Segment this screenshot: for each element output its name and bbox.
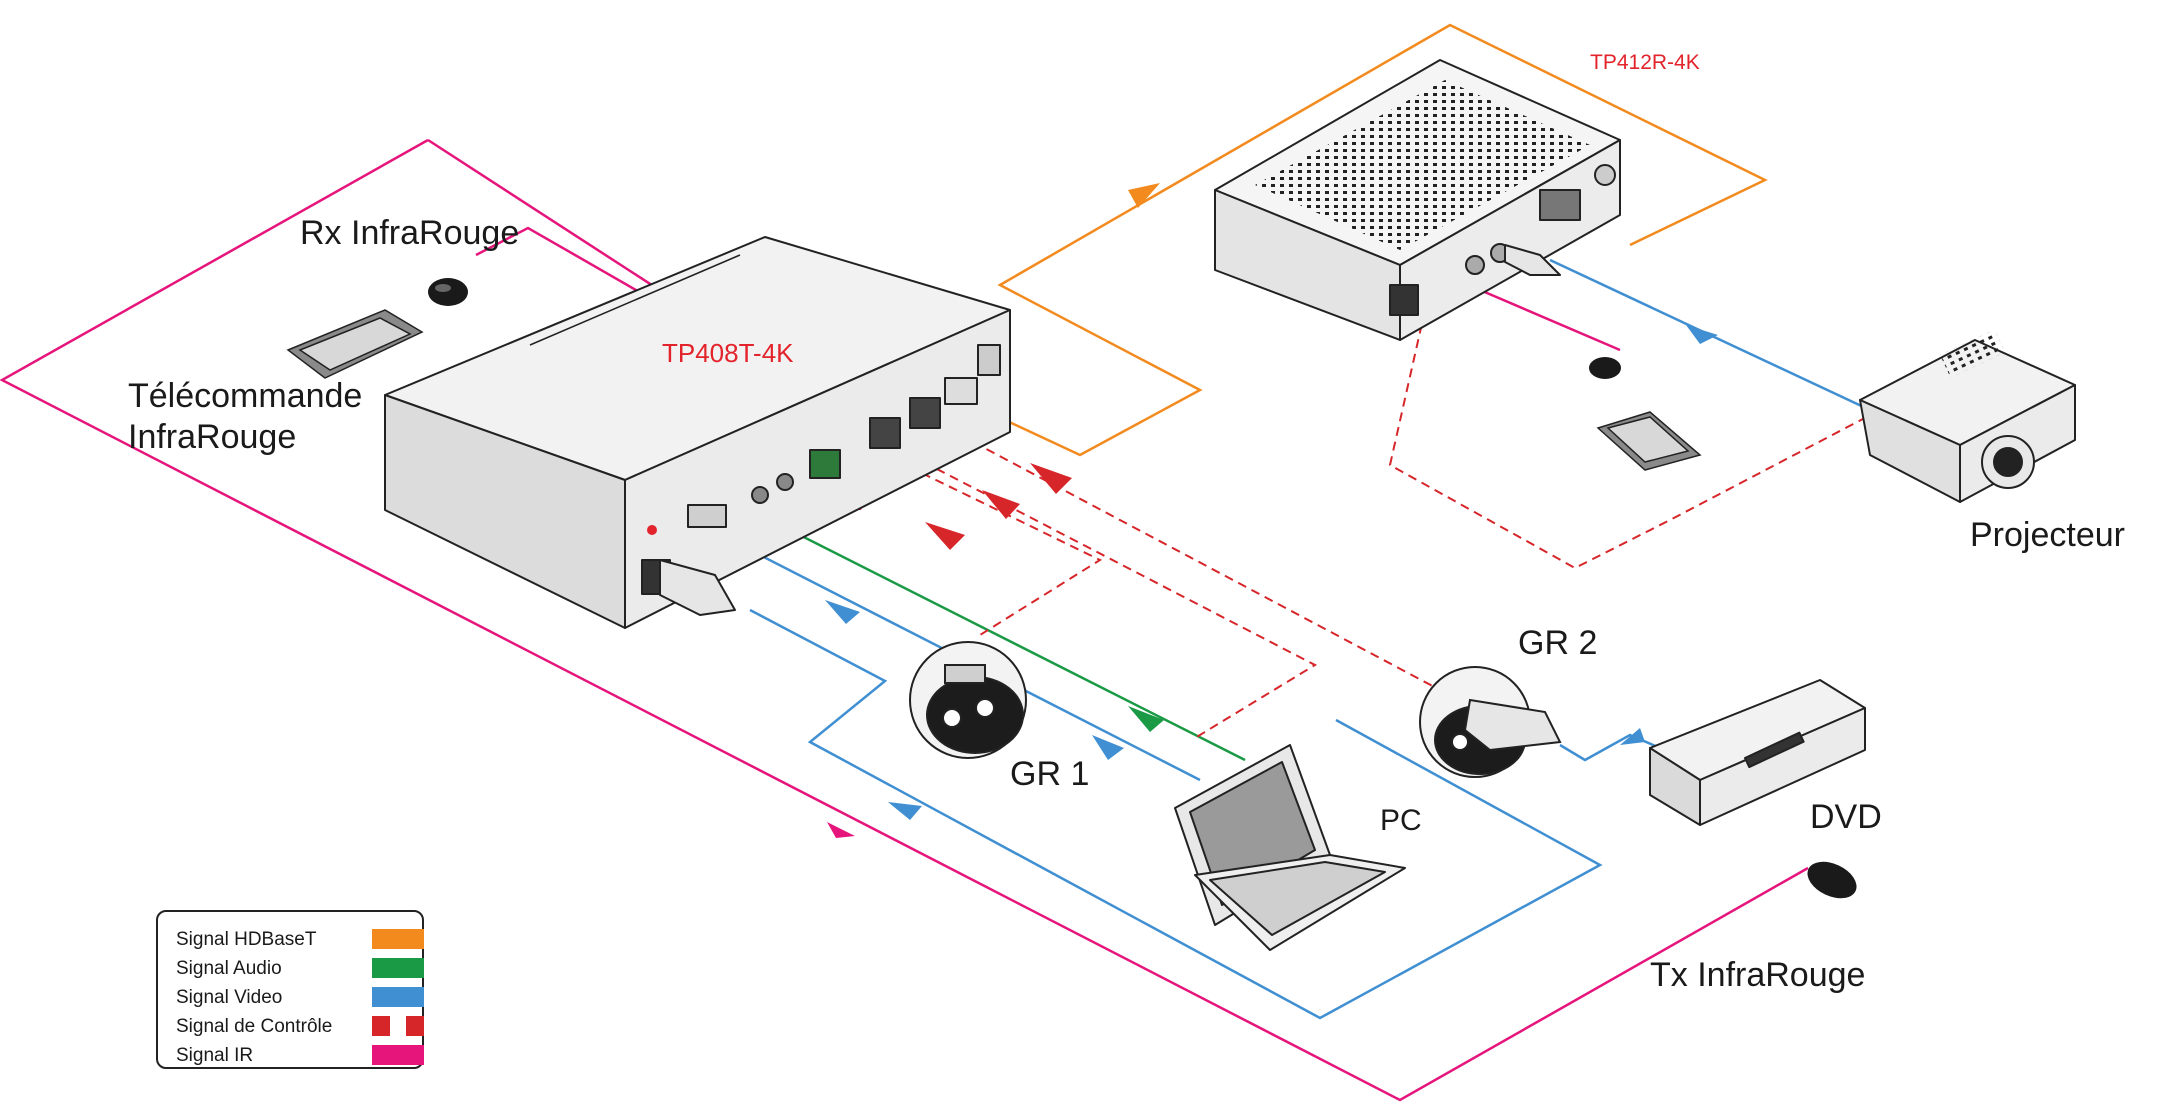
legend-swatch-blue: [372, 987, 424, 1007]
hdbaset-arrow: [1128, 183, 1160, 208]
gr2-label: GR 2: [1518, 624, 1598, 662]
legend-item-video: Signal Video: [176, 985, 426, 1009]
control-signal-lines: [894, 309, 1881, 739]
legend-item-ir: Signal IR: [176, 1043, 426, 1067]
dvd-player: [1649, 679, 1866, 826]
legend-item-audio: Signal Audio: [176, 956, 426, 980]
legend-swatch-magenta: [372, 1045, 424, 1065]
transmitter-device: [384, 236, 1011, 629]
receiver-device: [1214, 59, 1621, 341]
control-arrow-1: [925, 522, 965, 550]
legend-label: Signal HDBaseT: [176, 929, 317, 950]
ir-receiver-sensor-2: [1589, 357, 1621, 379]
projector: [1859, 329, 2076, 503]
ir-emitter-label: Tx InfraRouge: [1650, 956, 1866, 994]
ir-receiver-sensor: [428, 278, 468, 306]
legend-label: Signal Video: [176, 987, 283, 1008]
legend-label: Signal IR: [176, 1045, 254, 1066]
video-arrow-5: [1620, 728, 1645, 745]
ir-emitter: [1807, 861, 1857, 899]
legend-swatch-green: [372, 958, 424, 978]
ir-remote-control-2: [1596, 411, 1702, 471]
ir-receiver-label: Rx InfraRouge: [300, 214, 520, 252]
legend-swatch-red-dashed: [372, 1016, 424, 1036]
control-arrow-2: [982, 490, 1020, 519]
control-arrow-3: [1030, 463, 1072, 494]
legend-label: Signal de Contrôle: [176, 1016, 333, 1037]
video-arrow-3: [888, 802, 922, 820]
video-arrow-1: [825, 600, 860, 624]
legend-swatch-orange: [372, 929, 424, 949]
legend-item-hdbaset: Signal HDBaseT: [176, 927, 426, 951]
pc-label: PC: [1380, 804, 1422, 837]
legend: Signal HDBaseT Signal Audio Signal Video…: [156, 910, 424, 1069]
video-arrow-4: [1686, 325, 1718, 344]
gr2-wall-plate: [1419, 666, 1562, 778]
transmitter-label: TP408T-4K: [662, 338, 794, 368]
ir-remote-label: Télécommande InfraRouge: [128, 377, 363, 456]
legend-label: Signal Audio: [176, 958, 282, 979]
gr1-label: GR 1: [1010, 755, 1090, 793]
gr1-wall-plate: [909, 641, 1027, 759]
audio-signal-line: [769, 518, 1246, 762]
pc-laptop: [1174, 744, 1406, 951]
video-arrow-2: [1092, 735, 1124, 760]
legend-item-control: Signal de Contrôle: [176, 1014, 426, 1038]
ir-remote-control: [286, 309, 424, 379]
projector-label: Projecteur: [1970, 516, 2125, 554]
receiver-label: TP412R-4K: [1590, 51, 1700, 74]
hdbaset-signal-line: [997, 23, 1768, 457]
dvd-label: DVD: [1810, 798, 1882, 836]
audio-arrow: [1128, 706, 1164, 732]
ir-arrow-1: [827, 822, 855, 838]
